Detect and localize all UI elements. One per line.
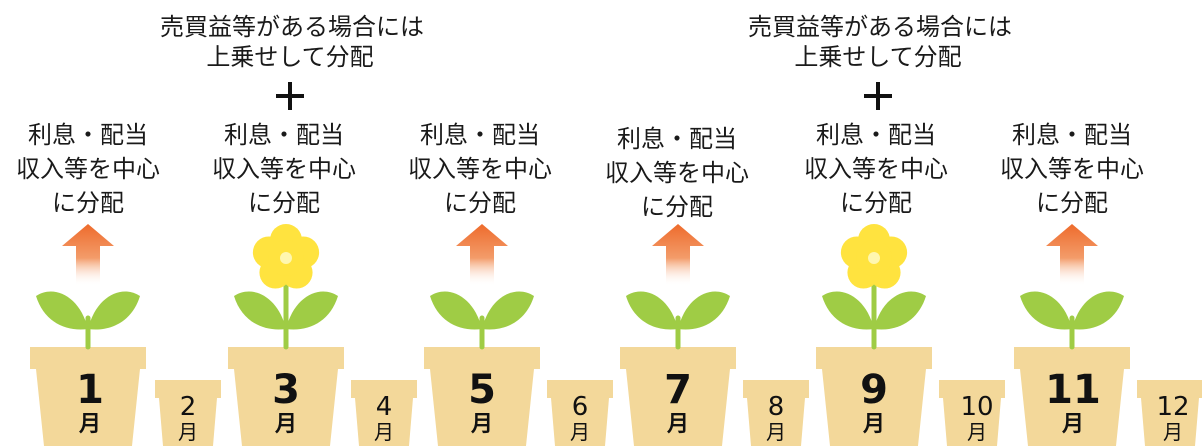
flower-center	[280, 252, 292, 264]
base-distribution-label: 利息・配当 収入等を中心 に分配	[16, 121, 160, 217]
flower-center	[868, 252, 880, 264]
pot-large	[816, 347, 932, 446]
note-line-1: 売買益等がある場合には	[748, 13, 1012, 41]
base-distribution-label: 利息・配当 収入等を中心 に分配	[804, 121, 948, 217]
base-distribution-label: 利息・配当 収入等を中心 に分配	[408, 121, 552, 217]
leaf-left	[234, 291, 286, 330]
pot-small	[743, 380, 809, 446]
leaf-left	[430, 291, 482, 330]
leaf-right	[678, 291, 730, 330]
plus-icon	[858, 78, 898, 118]
pot-small	[351, 380, 417, 446]
pot-large	[228, 347, 344, 446]
pot-small	[547, 380, 613, 446]
leaf-right	[1072, 291, 1124, 330]
pot-large	[1014, 347, 1130, 446]
leaf-left	[822, 291, 874, 330]
leaf-left	[1020, 291, 1072, 330]
pot-small	[939, 380, 1005, 446]
leaf-right	[286, 291, 338, 330]
note-line-1: 売買益等がある場合には	[160, 13, 424, 41]
pot-large	[424, 347, 540, 446]
leaf-right	[874, 291, 926, 330]
flower-icon	[252, 224, 320, 289]
note-line-2: 上乗せして分配	[794, 43, 962, 71]
up-arrow-icon	[456, 224, 508, 286]
up-arrow-icon	[1046, 224, 1098, 286]
up-arrow-icon	[62, 224, 114, 286]
pot-large	[30, 347, 146, 446]
note-line-2: 上乗せして分配	[206, 43, 374, 71]
pot-large	[620, 347, 736, 446]
leaf-right	[88, 291, 140, 330]
leaf-right	[482, 291, 534, 330]
extra-distribution-note: 売買益等がある場合には 上乗せして分配	[160, 12, 424, 72]
leaf-left	[36, 291, 88, 330]
base-distribution-label: 利息・配当 収入等を中心 に分配	[212, 121, 356, 217]
base-distribution-label: 利息・配当 収入等を中心 に分配	[1000, 121, 1144, 217]
leaf-left	[626, 291, 678, 330]
pot-small	[1137, 380, 1202, 446]
pot-small	[155, 380, 221, 446]
base-distribution-label: 利息・配当 収入等を中心 に分配	[605, 125, 749, 221]
up-arrow-icon	[652, 224, 704, 286]
flower-icon	[840, 224, 908, 289]
plus-icon	[270, 78, 310, 118]
extra-distribution-note: 売買益等がある場合には 上乗せして分配	[748, 12, 1012, 72]
